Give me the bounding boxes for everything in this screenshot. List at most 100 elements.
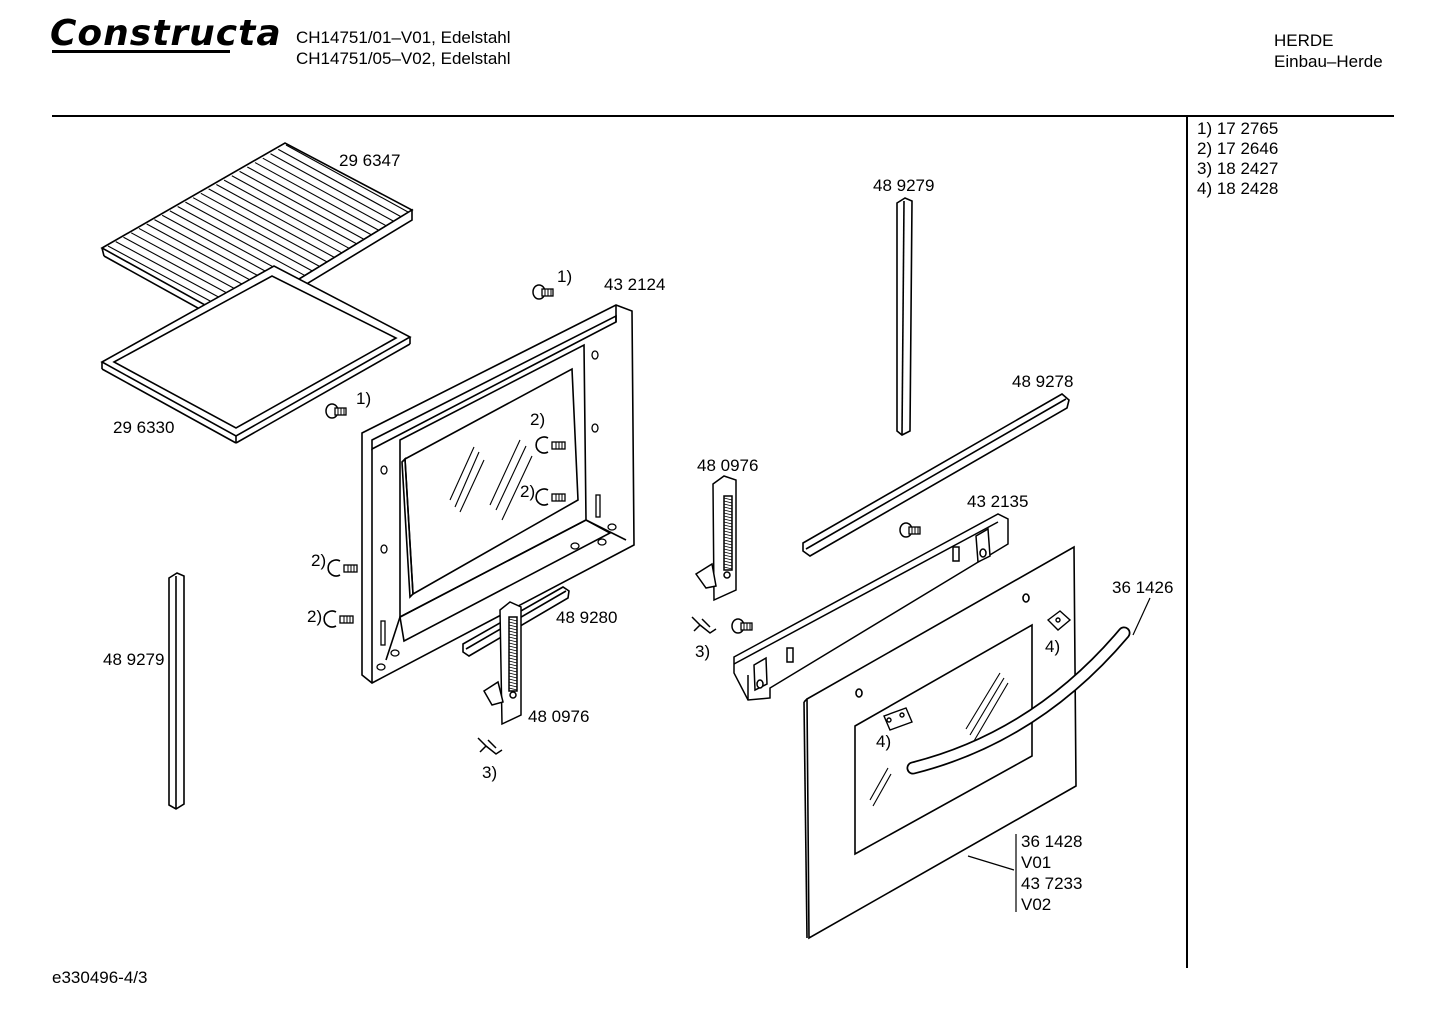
spring-coil — [508, 654, 518, 658]
spring-coil — [508, 618, 518, 622]
ref-2-a: 2) — [530, 410, 546, 429]
label-baking-pan: 29 6330 — [113, 418, 175, 437]
spring-coil — [723, 506, 733, 510]
spring-coil — [508, 651, 518, 655]
screw-bracket — [899, 522, 921, 538]
grid-rod — [231, 175, 357, 245]
grid-rod — [185, 201, 313, 272]
spring-coil — [723, 545, 733, 549]
ref-1-left: 1) — [356, 389, 372, 408]
spring-coil — [723, 554, 733, 558]
ref-4-left: 4) — [876, 732, 892, 751]
label-door-1-version: V01 — [1021, 853, 1052, 872]
bracket-part — [733, 513, 1009, 701]
spring-coil — [723, 500, 733, 504]
legend-item-4: 4) 18 2428 — [1197, 179, 1279, 198]
ref-3-left: 3) — [482, 763, 498, 782]
grid-rod — [177, 205, 305, 276]
model-line-1: CH14751/01–V01, Edelstahl — [296, 28, 511, 47]
spring-coil — [508, 660, 518, 664]
spring-coil — [508, 645, 518, 649]
spring-coil — [723, 515, 733, 519]
clip-ref3-right — [691, 616, 717, 634]
spring-coil — [508, 636, 518, 640]
spring-coil — [508, 624, 518, 628]
brand-underline — [52, 50, 230, 53]
gasket-top-part — [896, 197, 913, 436]
grid-rod — [239, 170, 364, 240]
screw-ref1-left — [325, 403, 347, 419]
spring-coil — [723, 557, 733, 561]
grid-rod — [262, 157, 387, 227]
label-rod: 48 9280 — [556, 608, 618, 627]
grid-rod — [200, 192, 327, 263]
spring-coil — [723, 518, 733, 522]
spring-coil — [723, 527, 733, 531]
spring-coil — [723, 566, 733, 570]
grid-rod — [192, 197, 320, 267]
legend-item-1: 1) 17 2765 — [1197, 119, 1279, 138]
spring-coil — [723, 542, 733, 546]
ref-3-right: 3) — [695, 642, 711, 661]
label-bracket: 43 2135 — [967, 492, 1029, 511]
grid-rod — [270, 153, 394, 222]
spring-coil — [508, 669, 518, 673]
grid-rod — [223, 179, 350, 249]
label-oven-frame: 43 2124 — [604, 275, 666, 294]
spring-coil — [723, 509, 733, 513]
screw-bracket-2 — [731, 618, 753, 634]
model-line-2: CH14751/05–V02, Edelstahl — [296, 49, 511, 68]
grid-rod — [247, 166, 372, 236]
grid-rod — [208, 188, 335, 258]
grid-rod — [216, 184, 342, 254]
hinge-upper-part — [694, 475, 737, 602]
legend-item-2: 2) 17 2646 — [1197, 139, 1279, 158]
spring-coil — [508, 642, 518, 646]
spring-coil — [508, 627, 518, 631]
label-hinge-upper: 48 0976 — [697, 456, 759, 475]
spring-coil — [723, 503, 733, 507]
spring-coil — [508, 672, 518, 676]
label-door-2: 43 7233 — [1021, 874, 1083, 893]
label-gasket-top: 48 9279 — [873, 176, 935, 195]
category-line-1: HERDE — [1274, 31, 1334, 50]
spring-coil — [723, 539, 733, 543]
oven-door-part — [803, 545, 1077, 940]
leader-door — [967, 834, 1017, 912]
spring-coil — [508, 666, 518, 670]
grid-rod — [277, 148, 401, 218]
spring-coil — [508, 663, 518, 667]
spring-coil — [723, 560, 733, 564]
clip-ref3-left — [477, 737, 503, 755]
label-strip-long: 48 9278 — [1012, 372, 1074, 391]
document-code: e330496-4/3 — [52, 968, 148, 987]
spring-coil — [508, 681, 518, 685]
legend-item-3: 3) 18 2427 — [1197, 159, 1279, 178]
spring-coil — [508, 687, 518, 691]
ref-4-right: 4) — [1045, 637, 1061, 656]
spring-coil — [723, 563, 733, 567]
grid-rod — [254, 162, 379, 231]
ref-2-b: 2) — [520, 482, 536, 501]
spring-coil — [723, 512, 733, 516]
spring-coil — [723, 530, 733, 534]
ref-2-c: 2) — [311, 551, 327, 570]
label-gasket-left: 48 9279 — [103, 650, 165, 669]
category-line-2: Einbau–Herde — [1274, 52, 1383, 71]
spring-coil — [723, 524, 733, 528]
label-door-2-version: V02 — [1021, 895, 1052, 914]
strip-long-part — [802, 393, 1070, 557]
frame-glass-hatch — [449, 439, 533, 521]
spring-coil — [723, 497, 733, 501]
frame-holes — [376, 350, 617, 671]
spring-coil — [723, 536, 733, 540]
spring-coil — [508, 678, 518, 682]
spring-coil — [508, 657, 518, 661]
gasket-left-part — [168, 572, 185, 810]
grid-rod — [285, 144, 409, 213]
door-glass-hatch — [869, 672, 1009, 807]
baking-pan-part — [100, 265, 412, 444]
spring-coil — [508, 633, 518, 637]
label-door-1: 36 1428 — [1021, 832, 1083, 851]
